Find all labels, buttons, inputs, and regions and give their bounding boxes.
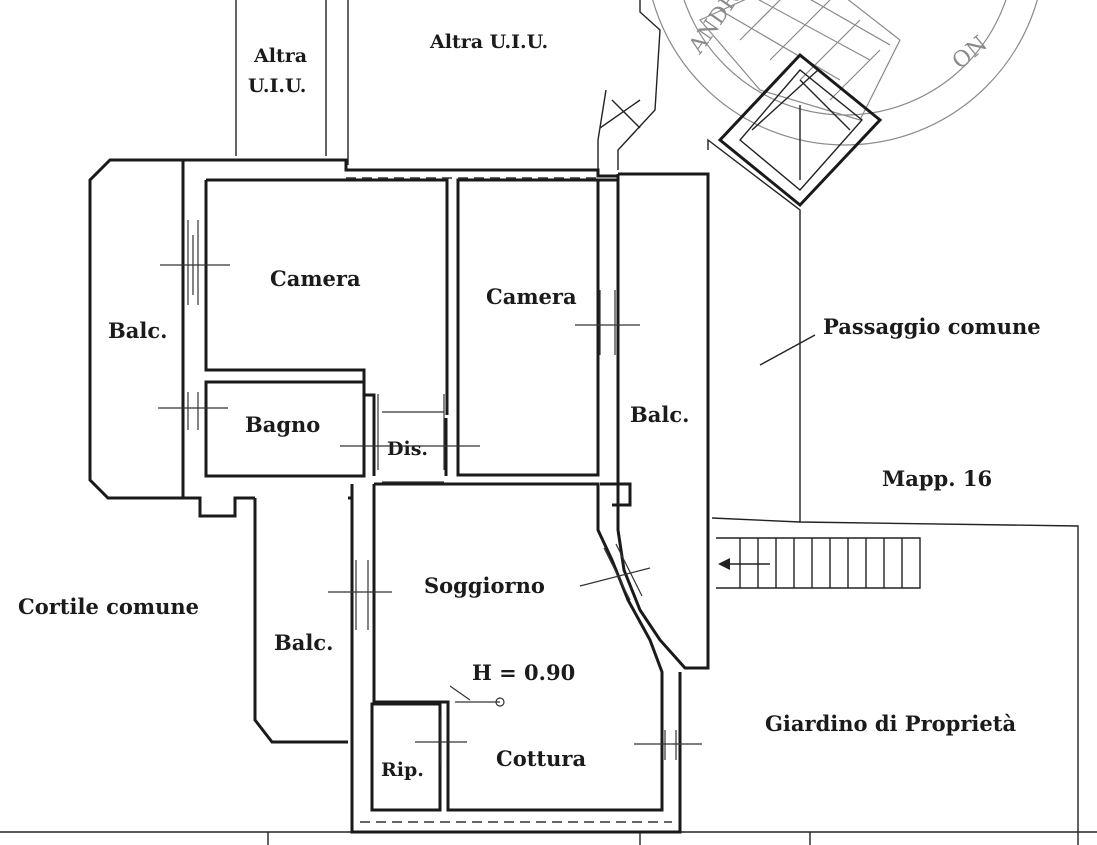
label-altra-uiu-small-1: Altra <box>253 45 307 67</box>
label-camera-right: Camera <box>486 284 577 309</box>
leader-lines <box>759 334 816 366</box>
external-stairs <box>716 537 921 589</box>
label-altra-uiu-small-2: U.I.U. <box>248 75 306 97</box>
stamp-text-right: ON <box>948 31 993 74</box>
label-balc-right: Balc. <box>630 402 689 427</box>
label-bagno: Bagno <box>245 412 320 437</box>
label-mapp: Mapp. 16 <box>882 466 992 491</box>
stamp-text-left: ANDREA <box>684 0 764 59</box>
site-boundaries <box>0 138 1097 845</box>
label-camera-left: Camera <box>270 266 361 291</box>
label-rip: Rip. <box>381 759 424 781</box>
label-balc-left: Balc. <box>108 318 167 343</box>
label-soggiorno: Soggiorno <box>424 573 545 598</box>
label-balc-bottom: Balc. <box>274 630 333 655</box>
label-giardino: Giardino di Proprietà <box>765 711 1016 736</box>
neighbour-walls <box>235 0 661 175</box>
label-cortile-comune: Cortile comune <box>18 594 199 619</box>
apartment-walls <box>88 158 710 834</box>
label-height-note: H = 0.90 <box>472 660 575 685</box>
label-dis: Dis. <box>387 438 428 460</box>
stair-landing <box>717 52 883 208</box>
dashed-shared-walls <box>346 177 672 823</box>
label-altra-uiu-top: Altra U.I.U. <box>429 31 548 53</box>
label-cottura: Cottura <box>496 746 586 771</box>
label-passaggio-comune: Passaggio comune <box>823 314 1041 339</box>
stamp-stair-emblem <box>699 0 901 121</box>
notary-stamp: ANDREA ON <box>652 0 1038 146</box>
window-openings <box>158 220 702 766</box>
